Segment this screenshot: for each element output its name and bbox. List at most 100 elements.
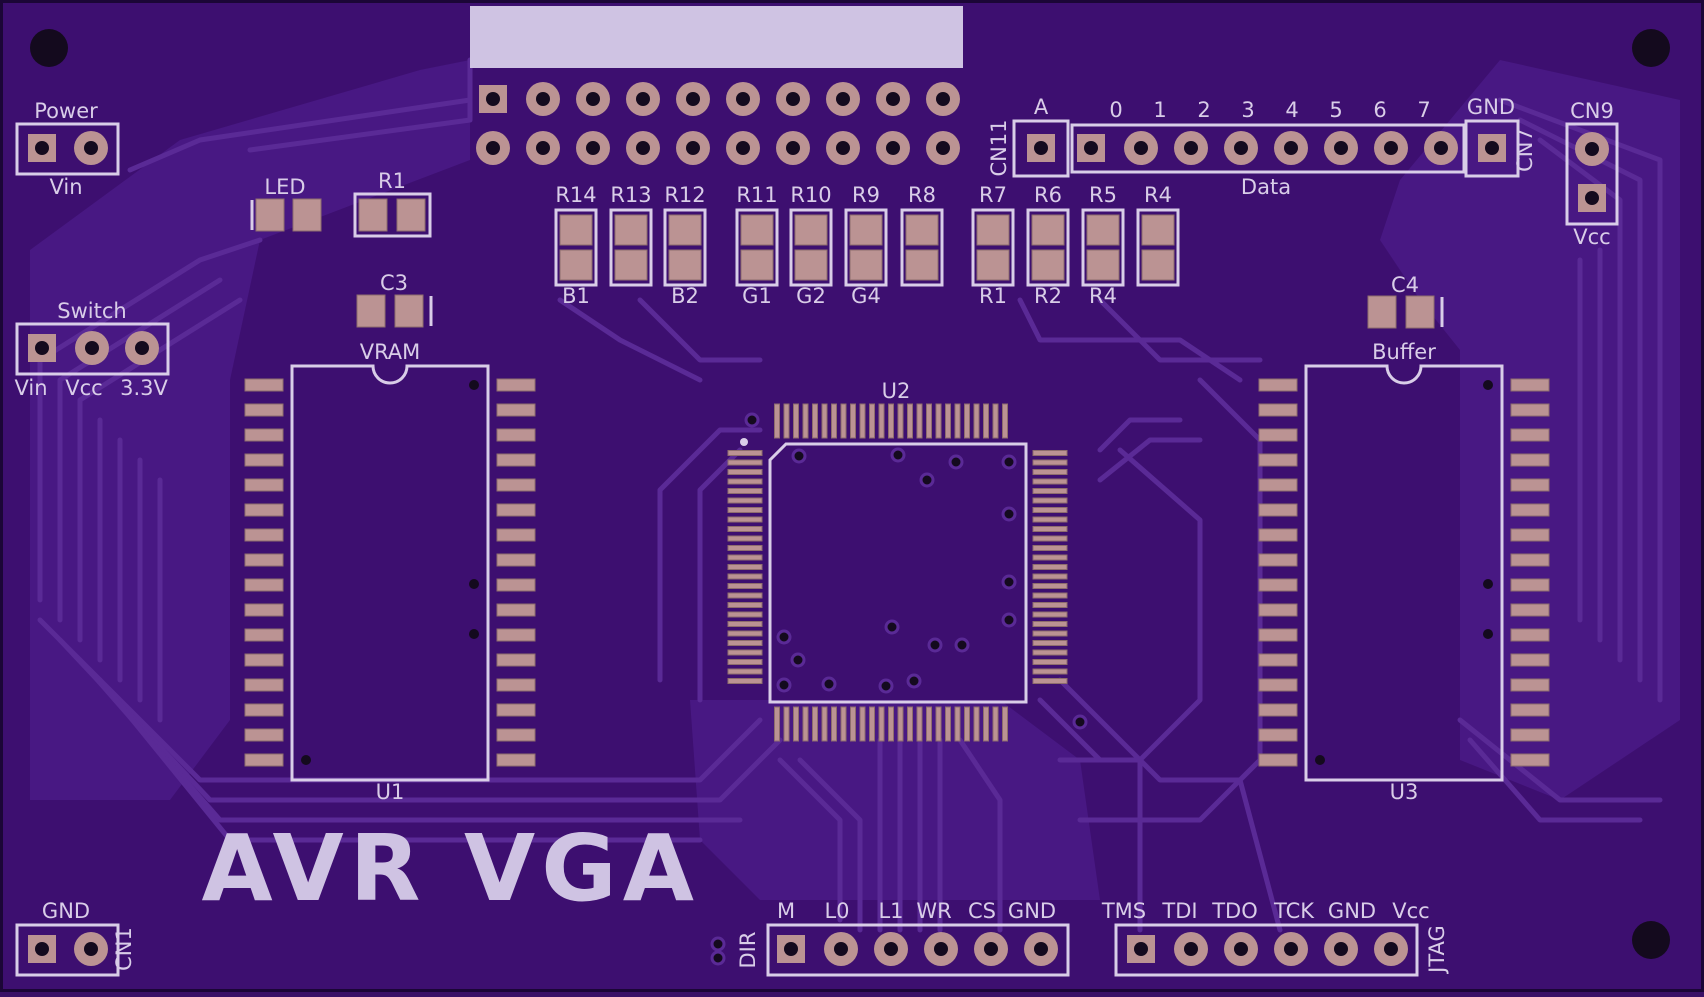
resistor-outline-3 [735,208,779,287]
top-header-pin-a2-drill [536,92,550,106]
u2-pad-bottom-18 [945,706,951,742]
jtag-label: JTAG [1425,925,1449,975]
u3-pin1-dot [1483,380,1493,390]
u2-pad-right-0 [1032,450,1068,456]
u2-pad-top-19 [954,403,961,439]
u2-pad-right-8 [1032,526,1068,532]
data-bit-label-5: 5 [1329,98,1342,122]
u1-pad-left-6 [244,528,284,542]
r1-pad-2 [396,198,426,232]
u2-pad-bottom-15 [916,706,923,742]
u2-pad-right-13 [1032,573,1068,580]
u1-pad-right-7 [496,553,536,567]
u2-pad-left-6 [727,507,763,513]
resistor-pad-bottom-0 [559,249,593,281]
u1-pad-right-10 [496,628,536,642]
u2-pad-left-0 [727,450,763,456]
jtag-pin-label-3: TCK [1273,899,1315,923]
cn1-label: CN1 [112,927,136,971]
ctrl-pin-label-0: M [777,899,795,923]
u2-pad-left-2 [727,469,763,475]
resistor-outline-9 [1081,208,1125,287]
u2-pad-top-24 [1002,403,1008,439]
u1-outline [290,364,490,782]
u2-pad-top-8 [850,403,856,439]
u2-pad-bottom-0 [774,706,780,742]
resistor-pad-bottom-10 [1141,249,1175,281]
u1-via-3 [469,629,479,639]
u3-pad-right-7 [1510,553,1550,567]
u2-pad-right-23 [1032,668,1068,675]
u1-pad-right-6 [496,528,536,542]
switch-vin-label: Vin [14,376,47,400]
u2-pad-top-22 [983,403,989,439]
resistor-net-label-9: R4 [1089,284,1117,308]
u3-pad-left-10 [1258,628,1298,642]
switch-pin-3-drill [135,341,149,355]
jtag-pin-label-2: TDO [1211,899,1258,923]
u2-pad-top-15 [916,403,923,439]
resistor-pad-bottom-8 [1031,249,1065,281]
trace-32 [957,737,1003,933]
u3-pad-left-8 [1258,578,1298,592]
u2-pad-right-24 [1032,678,1068,684]
resistor-net-label-2: B2 [671,284,699,308]
u2-pad-left-17 [727,611,763,618]
u2-pad-top-3 [802,403,809,439]
data-pin-6-drill [1384,141,1398,155]
ctrl-pin-label-4: CS [968,899,996,923]
u1-pad-left-14 [244,728,284,742]
cn1-outline [15,923,120,977]
power-vin-label: Vin [49,175,82,199]
jtag-pin-tdo-drill [1234,942,1248,956]
u2-pad-left-24 [727,678,763,684]
u3-pad-right-9 [1510,603,1550,617]
pads [28,82,1609,966]
top-header-pin-a6-drill [736,92,750,106]
u1-pad-right-0 [496,378,536,392]
u2-pad-top-6 [831,403,837,439]
silkscreen-text: Power Vin LED R1 Switch Vin Vcc 3.3V C3 … [14,95,1613,975]
u2-pad-left-1 [727,459,763,466]
top-header-pin-a4-drill [636,92,650,106]
u3-via-1 [1315,755,1325,765]
ctrl-pin-label-5: GND [1008,899,1056,923]
u2-pad-bottom-5 [821,706,828,742]
dir-label: DIR [736,932,760,969]
u1-pad-left-13 [244,703,284,717]
r1-outline [353,192,432,238]
u2-pad-right-2 [1032,469,1068,475]
resistor-label-r4: R4 [1144,183,1172,207]
u2-pad-top-13 [897,403,904,439]
via-16 [954,637,970,653]
trace-0 [247,57,473,153]
u1-pad-left-9 [244,603,284,617]
u3-pad-left-11 [1258,653,1298,667]
u2-pad-left-4 [727,488,763,494]
top-header-pin-b4-drill [636,141,650,155]
u2-pad-top-14 [907,403,913,439]
data-bit-label-2: 2 [1197,98,1210,122]
c3-pad-1 [356,294,386,328]
via-3 [948,454,964,470]
u2-pad-bottom-13 [897,706,904,742]
u3-pad-left-1 [1258,403,1298,417]
u2-pad-right-12 [1032,564,1068,570]
resistor-label-r11: R11 [736,183,777,207]
resistor-outline-4 [789,208,833,287]
via-7 [1001,612,1017,628]
u2-pad-left-7 [727,516,763,523]
led-pad-1 [255,198,285,232]
resistor-label-r8: R8 [908,183,936,207]
resistor-label-r14: R14 [555,183,596,207]
u2-pad-right-15 [1032,592,1068,599]
u1-pad-right-11 [496,653,536,667]
trace-4 [77,297,243,643]
via-14 [884,619,900,635]
u2-pad-left-12 [727,564,763,570]
u2-pad-left-20 [727,640,763,646]
top-header-pin-b7-drill [786,141,800,155]
jtag-pin-tdi-drill [1184,942,1198,956]
u1-pad-right-13 [496,703,536,717]
via-17 [744,412,760,428]
